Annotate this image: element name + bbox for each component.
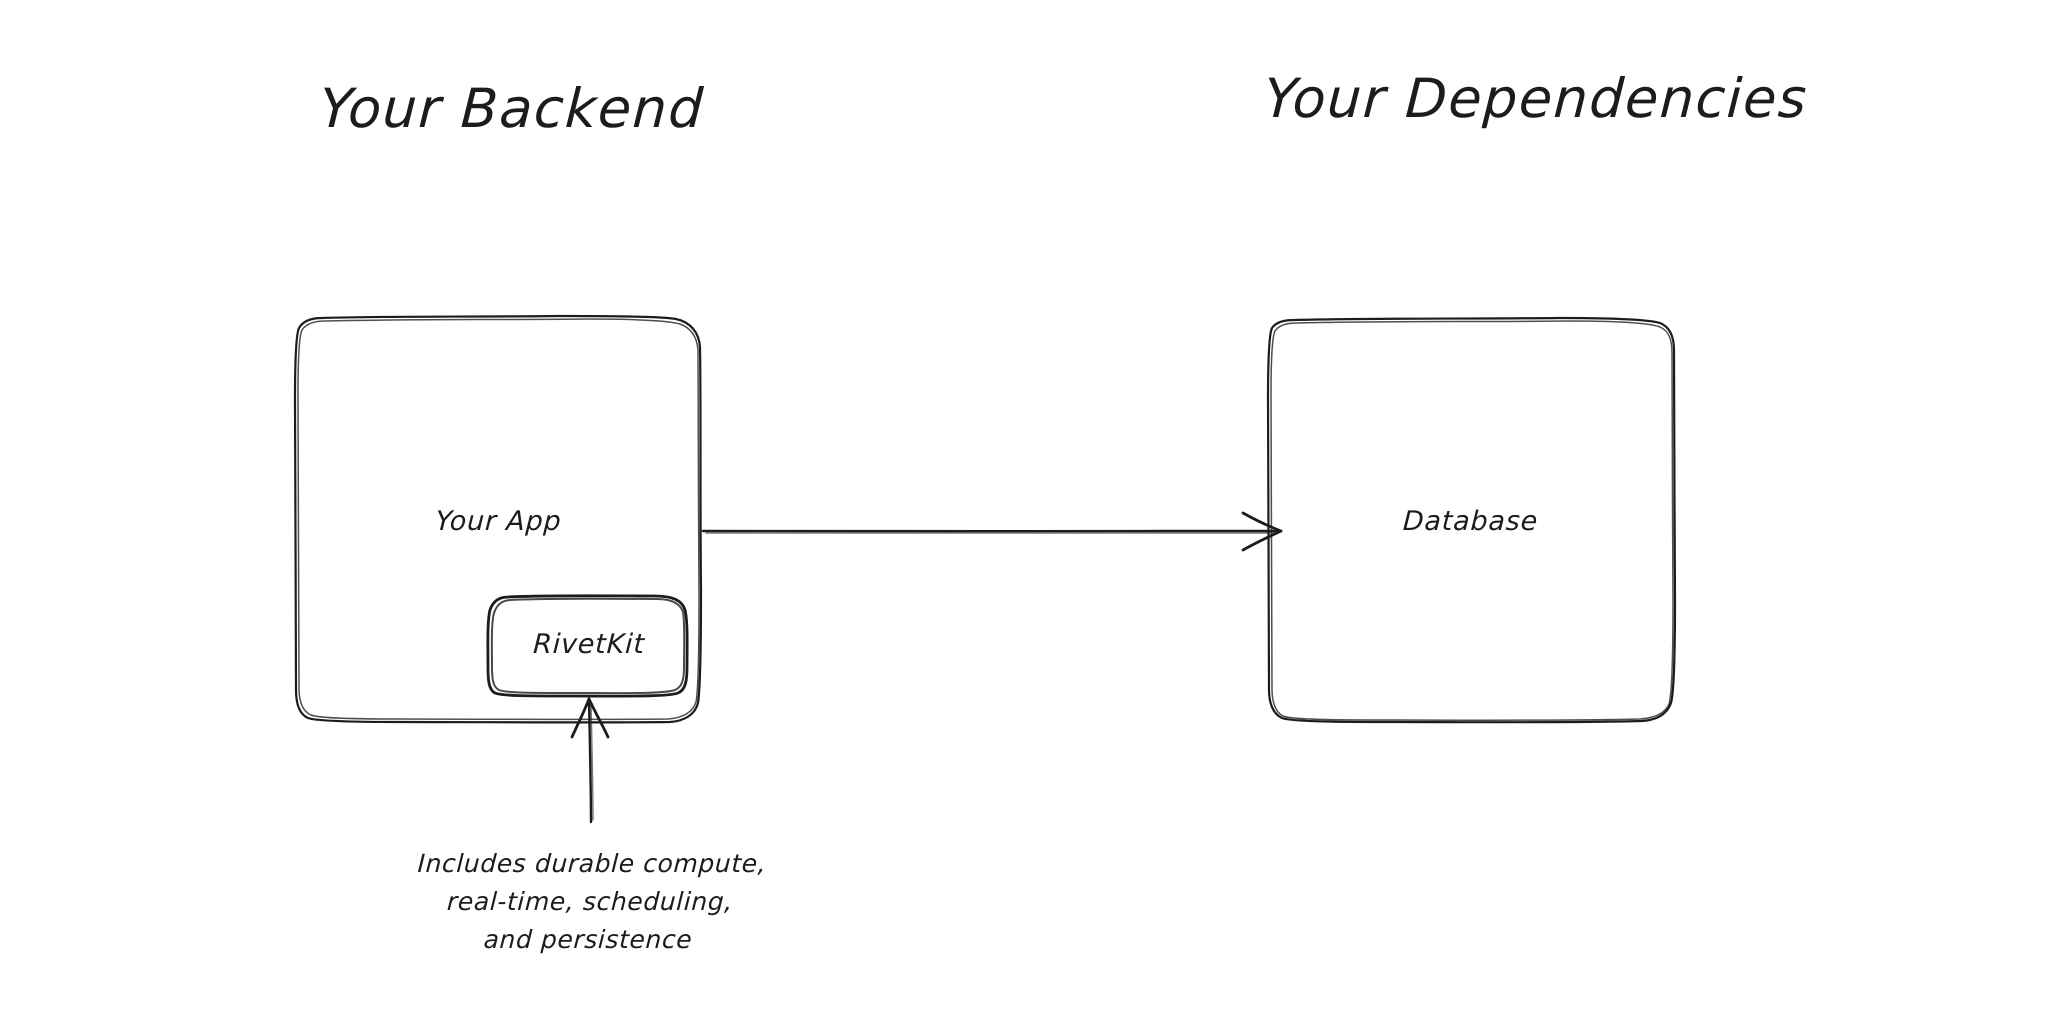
edge-note-to-rivetkit[interactable] — [570, 697, 610, 824]
node-label-rivetkit: RivetKit — [532, 629, 646, 660]
group-title-backend: Your Backend — [318, 77, 706, 140]
node-label-your-app: Your App — [434, 506, 563, 537]
node-your-app-shape[interactable] — [293, 314, 703, 724]
edge-app-to-database[interactable] — [701, 511, 1283, 552]
node-rivetkit-shape[interactable] — [486, 594, 689, 698]
group-title-dependencies: Your Dependencies — [1262, 67, 1810, 130]
node-label-database: Database — [1402, 506, 1539, 537]
node-database-shape[interactable] — [1266, 316, 1677, 724]
annotation-note-rivetkit: Includes durable compute, real-time, sch… — [416, 849, 768, 954]
